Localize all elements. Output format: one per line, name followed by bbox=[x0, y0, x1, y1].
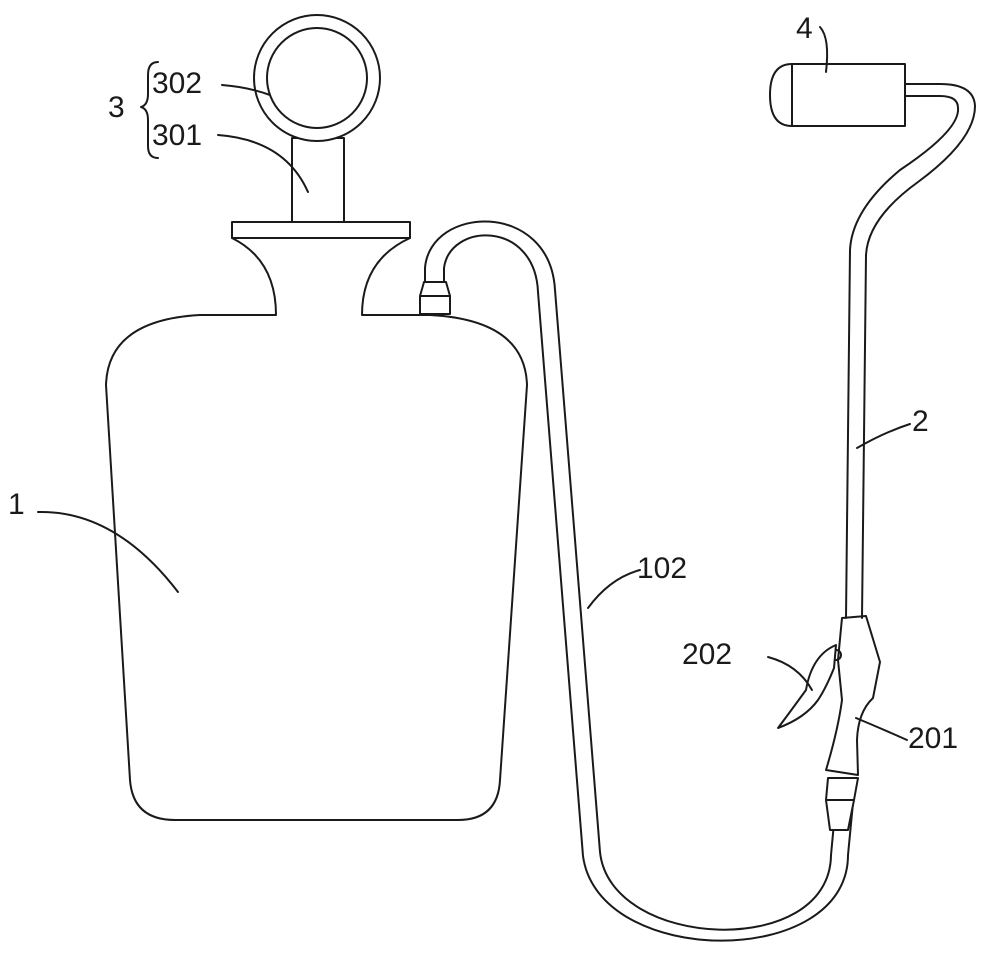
gun-body bbox=[825, 615, 881, 776]
nozzle-head bbox=[769, 63, 906, 127]
group-brace bbox=[140, 61, 159, 159]
hose-connector-fitting bbox=[419, 281, 451, 315]
label-pump-handle: 302 bbox=[152, 67, 202, 100]
leader-pump-handle bbox=[221, 84, 271, 96]
leader-trigger-body bbox=[855, 717, 908, 741]
label-pump-group: 3 bbox=[108, 91, 125, 124]
lance-tube-left bbox=[845, 95, 960, 619]
hose-wall-outer bbox=[424, 220, 839, 931]
reference-labels: 1 102 2 202 201 3 302 301 4 bbox=[8, 12, 958, 755]
leader-hose bbox=[587, 569, 641, 609]
lance bbox=[845, 83, 976, 619]
label-hose: 102 bbox=[637, 552, 687, 585]
hose bbox=[419, 220, 856, 942]
leader-lines bbox=[37, 26, 911, 741]
label-pump-shaft: 301 bbox=[152, 119, 202, 152]
gun-trigger-lever bbox=[777, 644, 837, 729]
hose-wall-inner bbox=[443, 234, 856, 942]
pump-assembly bbox=[253, 14, 381, 223]
leader-tank bbox=[37, 510, 179, 593]
gun-hose-coupling bbox=[825, 777, 859, 831]
label-nozzle: 4 bbox=[796, 12, 813, 45]
spray-gun bbox=[777, 615, 881, 831]
leader-lance bbox=[856, 423, 911, 449]
leader-nozzle bbox=[819, 26, 829, 73]
pump-handle-ring-outer bbox=[253, 14, 381, 142]
label-trigger-body: 201 bbox=[908, 722, 958, 755]
tank bbox=[105, 221, 528, 821]
label-lance: 2 bbox=[912, 405, 929, 438]
nozzle-body bbox=[769, 63, 906, 127]
tank-outline bbox=[105, 221, 528, 821]
leader-trigger-lever bbox=[767, 656, 813, 691]
label-tank: 1 bbox=[8, 488, 25, 521]
pump-shaft bbox=[291, 137, 345, 223]
pump-handle-ring-inner bbox=[266, 27, 368, 129]
lance-tube-right bbox=[861, 83, 976, 619]
leader-pump-shaft bbox=[217, 134, 309, 193]
label-trigger-lever: 202 bbox=[682, 638, 732, 671]
